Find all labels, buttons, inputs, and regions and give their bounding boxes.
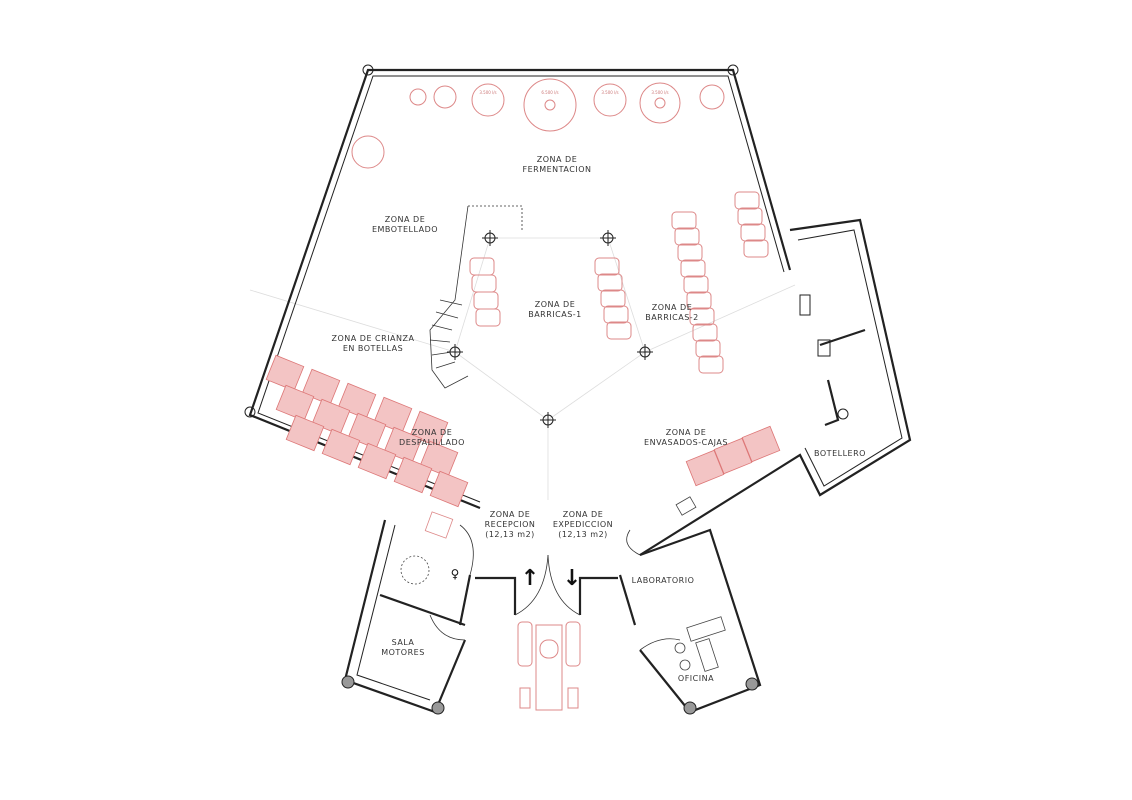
label-crianza: ZONA DE CRIANZA xyxy=(332,334,415,343)
barrel xyxy=(671,211,697,230)
bottle-crates xyxy=(265,354,781,508)
label-barricas2: ZONA DE xyxy=(652,303,693,312)
label-envasados-2: ENVASADOS-CAJAS xyxy=(644,438,728,447)
bottle-crate xyxy=(357,442,397,480)
guide-lines xyxy=(249,237,796,500)
barrel xyxy=(692,323,718,342)
barrel xyxy=(686,291,712,310)
doors xyxy=(429,524,681,651)
barrel xyxy=(597,273,623,292)
bottle-crate xyxy=(713,437,753,475)
barrel xyxy=(734,191,760,210)
barrel xyxy=(469,257,495,276)
barrel xyxy=(475,308,501,327)
label-despalillado-2: DESPALILLADO xyxy=(399,438,465,447)
bottle-crate xyxy=(285,414,325,452)
tank-label: 3.500 l/s xyxy=(479,90,496,95)
label-expedicion-area: (12,13 m2) xyxy=(558,530,608,539)
zone-labels: ZONA DE FERMENTACION ZONA DE EMBOTELLADO… xyxy=(332,155,866,683)
label-expedicion-2: EXPEDICCION xyxy=(553,520,613,529)
label-recepcion-2: RECEPCION xyxy=(485,520,536,529)
bottle-crate xyxy=(321,428,361,466)
barrel xyxy=(677,243,703,262)
label-oficina: OFICINA xyxy=(678,674,714,683)
bottle-crate xyxy=(685,449,725,487)
barrel xyxy=(743,239,769,258)
label-botellero: BOTELLERO xyxy=(814,449,866,458)
barrel xyxy=(740,223,766,242)
bottle-crate xyxy=(275,384,315,422)
bottle-crate xyxy=(741,425,781,463)
tank-label: 3.500 l/s xyxy=(651,90,668,95)
label-fermentacion: ZONA DE xyxy=(537,155,578,164)
label-embotellado: ZONA DE xyxy=(385,215,426,224)
barrel-racks xyxy=(469,191,769,374)
label-sala-motores: SALA xyxy=(392,638,415,647)
tractor xyxy=(517,621,581,711)
barrel xyxy=(471,274,497,293)
label-barricas2-2: BARRICAS-2 xyxy=(645,313,699,322)
barrel xyxy=(674,227,700,246)
bottle-crate xyxy=(429,470,469,508)
bottle-crate xyxy=(265,354,305,392)
label-fermentacion-2: FERMENTACION xyxy=(523,165,592,174)
tank-label: 3.500 l/s xyxy=(601,90,618,95)
label-recepcion-area: (12,13 m2) xyxy=(485,530,535,539)
label-envasados: ZONA DE xyxy=(666,428,707,437)
bottle-crate xyxy=(393,456,433,494)
barrel xyxy=(603,305,629,324)
entry-arrow-icon: ↑ xyxy=(521,566,539,591)
barrel xyxy=(680,259,706,278)
tank-label: 6.500 l/s xyxy=(541,90,558,95)
barrel xyxy=(737,207,763,226)
label-recepcion: ZONA DE xyxy=(490,510,531,519)
label-barricas1: ZONA DE xyxy=(535,300,576,309)
fermentation-tanks: 3.500 l/s 6.500 l/s 3.500 l/s 3.500 l/s xyxy=(351,78,725,169)
label-barricas1-2: BARRICAS-1 xyxy=(528,310,582,319)
barrel xyxy=(600,289,626,308)
barrel xyxy=(683,275,709,294)
barrel xyxy=(695,339,721,358)
barrel xyxy=(689,307,715,326)
barrel xyxy=(594,257,620,276)
staircase xyxy=(429,205,523,389)
label-embotellado-2: EMBOTELLADO xyxy=(372,225,438,234)
label-expedicion: ZONA DE xyxy=(563,510,604,519)
barrel xyxy=(698,355,724,374)
label-laboratorio: LABORATORIO xyxy=(632,576,695,585)
label-crianza-2: EN BOTELLAS xyxy=(343,344,403,353)
office-furniture xyxy=(400,496,726,672)
barrel xyxy=(473,291,499,310)
exit-arrow-icon: ↓ xyxy=(563,566,581,591)
label-sala-motores-2: MOTORES xyxy=(381,648,425,657)
label-despalillado: ZONA DE xyxy=(412,428,453,437)
female-restroom-icon: ♀ xyxy=(451,567,460,581)
barrel xyxy=(606,321,632,340)
